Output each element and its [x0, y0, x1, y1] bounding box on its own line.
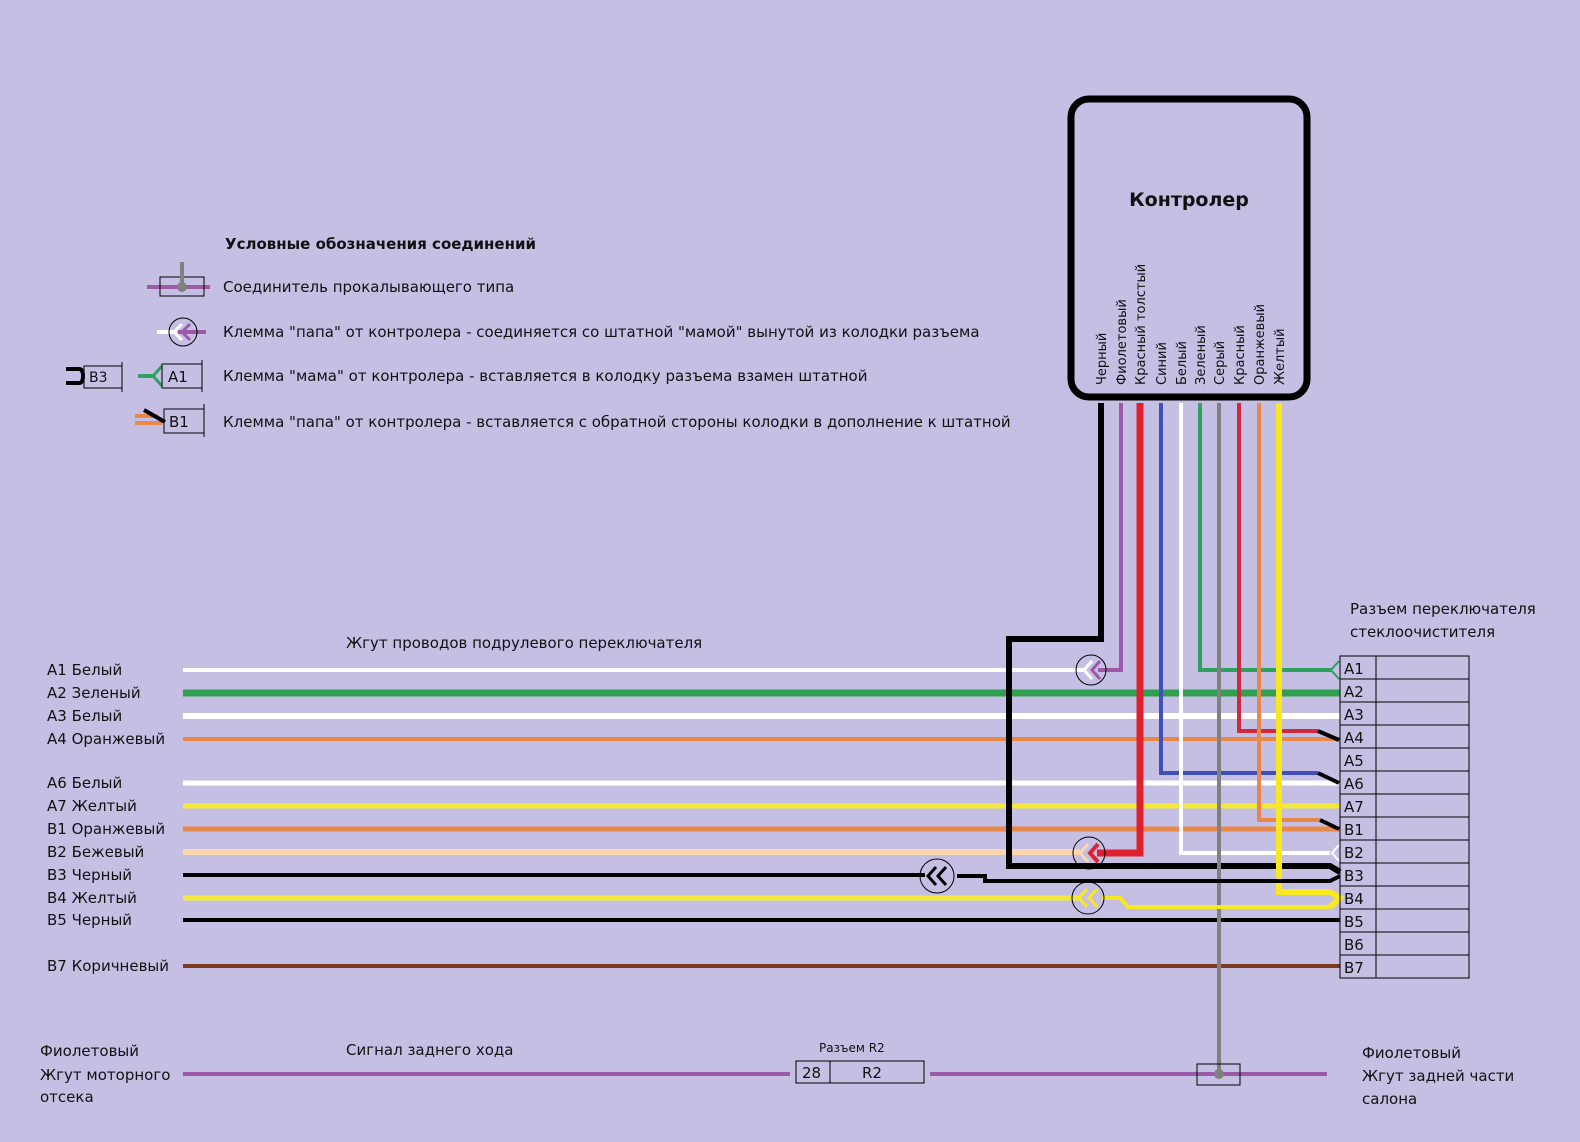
harness-wire-label: B3 Черный [47, 866, 132, 884]
r2-connector-title: Разъем R2 [819, 1041, 885, 1055]
harness-wire-label: A6 Белый [47, 774, 122, 792]
connector-pin-slot [1376, 679, 1469, 702]
controller-wire-label: Желтый [1273, 328, 1288, 385]
harness-wire-label: B5 Черный [47, 911, 132, 929]
connector-pin-slot [1376, 771, 1469, 794]
connector-pin-slot [1376, 817, 1469, 840]
connector-pin-slot [1376, 886, 1469, 909]
harness-wire-label: B4 Желтый [47, 889, 137, 907]
connector-pin-label: A7 [1344, 798, 1364, 816]
piercing-connector-icon [147, 262, 210, 296]
connector-pin-slot [1376, 863, 1469, 886]
controller-wire-label: Зеленый [1194, 325, 1209, 385]
legend-item-4-text: Клемма "папа" от контролера - вставляетс… [223, 413, 1011, 431]
reverse-left-line2: Жгут моторного [40, 1066, 170, 1084]
wire-black [1009, 403, 1340, 872]
harness-wire-label: B2 Бежевый [47, 843, 144, 861]
b4-detour [1102, 898, 1330, 907]
connector-pin-slot [1376, 656, 1469, 679]
connector-pin-slot [1376, 725, 1469, 748]
controller-wire-labels: Черный Фиолетовый Красный толстыйСиний Белы… [1095, 264, 1288, 385]
b3-detour [957, 876, 1340, 881]
legend-title: Условные обозначения соединений [225, 235, 536, 253]
r2-pin-number: 28 [802, 1064, 821, 1082]
reverse-left-line1: Фиолетовый [40, 1042, 139, 1060]
connector-pin-label: B6 [1344, 936, 1364, 954]
harness-wire-label: B1 Оранжевый [47, 820, 165, 838]
legend-pin-a1: A1 [168, 368, 188, 386]
controller-wire-label: Белый [1175, 341, 1190, 385]
controller-wire-label: Черный [1095, 333, 1110, 385]
legend-pin-b3: B3 [89, 370, 108, 386]
legend-item-2-text: Клемма "папа" от контролера - соединяетс… [223, 323, 980, 341]
connector-block: A1A2A3A4A5A6A7B1B2B3B4B5B6B7 [1340, 656, 1469, 978]
reverse-right-line1: Фиолетовый [1362, 1044, 1461, 1062]
legend-item-1-text: Соединитель прокалывающего типа [223, 278, 514, 296]
controller-wire-label: Серый [1213, 341, 1228, 385]
harness-wire-label: A3 Белый [47, 707, 122, 725]
connector-pin-label: B5 [1344, 913, 1364, 931]
connector-pin-slot [1376, 840, 1469, 863]
controller-wire-label: Фиолетовый [1115, 299, 1130, 385]
connector-pin-label: A1 [1344, 660, 1364, 678]
connector-pin-label: B1 [1344, 821, 1364, 839]
connector-pin-slot [1376, 955, 1469, 978]
reverse-right-line3: салона [1362, 1090, 1417, 1108]
harness-wire-label: B7 Коричневый [47, 957, 169, 975]
connector-pin-label: A3 [1344, 706, 1364, 724]
controller-wire-label: Красный толстый [1134, 264, 1149, 385]
connector-pin-label: B2 [1344, 844, 1364, 862]
connector-pin-slot [1376, 702, 1469, 725]
connector-pin-label: B7 [1344, 959, 1364, 977]
harness-wires: A1 Белый A2 Зеленый A3 Белый A4 ОранжевыйA6… [47, 661, 1340, 975]
connector-pin-label: B3 [1344, 867, 1364, 885]
legend-item-3-text: Клемма "мама" от контролера - вставляетс… [223, 367, 868, 385]
harness-wire-label: A4 Оранжевый [47, 730, 165, 748]
wire-orange [1259, 403, 1320, 820]
male-terminal-icon [157, 318, 206, 346]
connector-pin-slot [1376, 748, 1469, 771]
controller-title: Контролер [1129, 189, 1249, 211]
controller-wire-label: Оранжевый [1253, 304, 1268, 385]
controller-wire-label: Красный [1233, 325, 1248, 385]
male-terminal-b3 [920, 859, 954, 893]
reverse-signal-label: Сигнал заднего хода [346, 1041, 513, 1059]
reverse-right-line2: Жгут задней части [1362, 1067, 1514, 1085]
connector-pin-label: A6 [1344, 775, 1364, 793]
connector-pin-label: A4 [1344, 729, 1364, 747]
connector-pin-slot [1376, 794, 1469, 817]
legend-pin-b1: B1 [169, 413, 189, 431]
connector-pin-slot [1376, 909, 1469, 932]
connector-pin-slot [1376, 932, 1469, 955]
harness-wire-label: A1 Белый [47, 661, 122, 679]
controller-wire-label: Синий [1155, 342, 1170, 385]
connector-pin-label: A2 [1344, 683, 1364, 701]
connector-title-line2: стеклоочистителя [1350, 623, 1495, 641]
connector-pin-label: A5 [1344, 752, 1364, 770]
harness-title: Жгут проводов подрулевого переключателя [346, 634, 702, 652]
connector-pin-label: B4 [1344, 890, 1364, 908]
harness-wire-label: A2 Зеленый [47, 684, 141, 702]
reverse-left-line3: отсека [40, 1088, 94, 1106]
connector-title-line1: Разъем переключателя [1350, 600, 1536, 618]
r2-connector-name: R2 [862, 1064, 882, 1082]
harness-wire-label: A7 Желтый [47, 797, 137, 815]
